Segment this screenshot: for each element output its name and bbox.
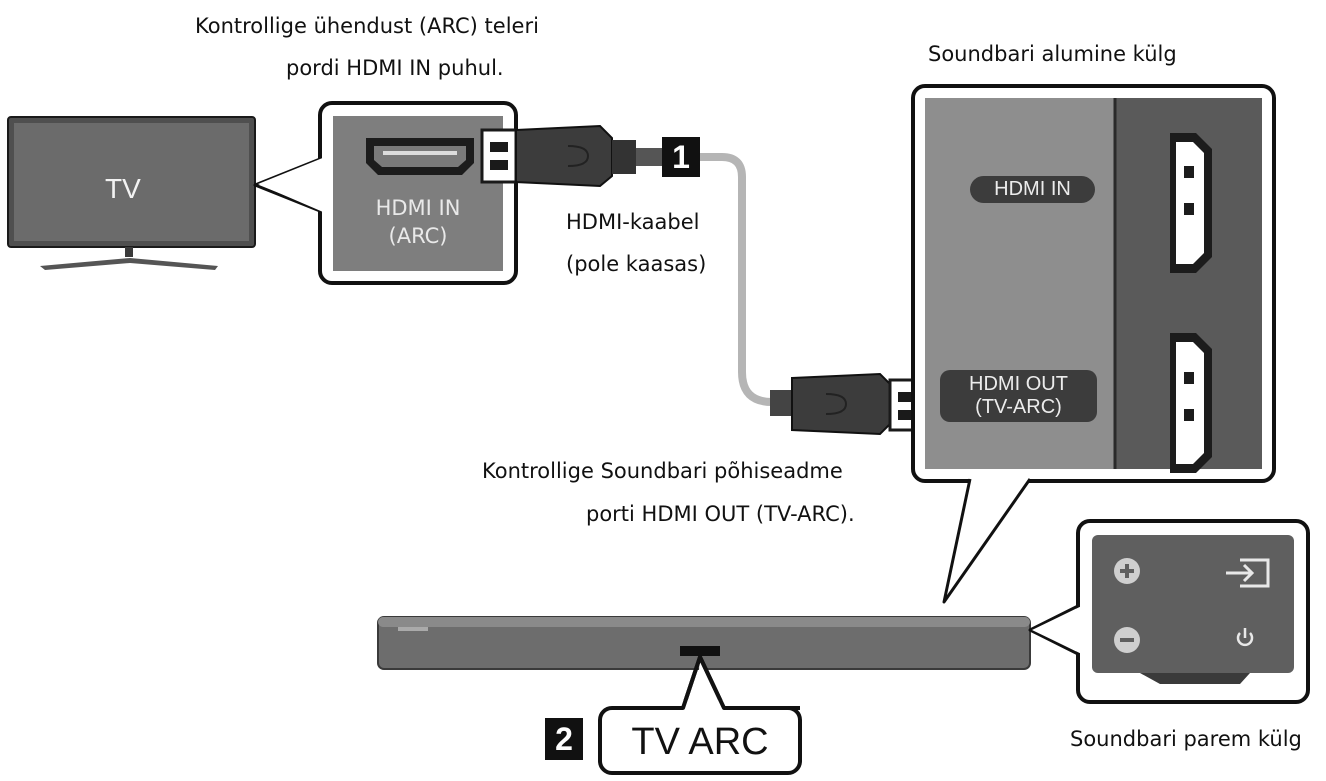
bottom-panel-title: Soundbari alumine külg: [928, 42, 1177, 66]
bottom-callout-pointer: [942, 478, 1032, 604]
hdmi-plug-icon: [770, 372, 926, 436]
source-icon: [1226, 558, 1270, 588]
hdmi-cable: [666, 153, 790, 406]
hdmi-out-port-label: HDMI OUT (TV-ARC): [940, 370, 1097, 422]
hdmi-port-icon: [1170, 133, 1212, 273]
tv-port-label-line1: HDMI IN: [375, 196, 461, 220]
right-side-panel: [1092, 535, 1294, 673]
top-note-line2: pordi HDMI IN puhul.: [286, 56, 504, 80]
step-badge-1: 1: [662, 137, 700, 177]
cable-label-line1: HDMI-kaabel: [566, 210, 700, 234]
tv-port-label-line2: (ARC): [388, 224, 448, 248]
power-icon: [1236, 628, 1254, 647]
hdmi-port-icon: [1170, 333, 1212, 473]
soundbar-icon: [377, 616, 1031, 670]
hdmi-out-line1: HDMI OUT: [969, 373, 1068, 395]
step-badge-2: 2: [545, 718, 583, 760]
display-text: TV ARC: [631, 721, 769, 763]
top-note-line1: Kontrollige ühendust (ARC) teleri: [195, 14, 539, 38]
tv-icon: [7, 116, 256, 270]
hdmi-out-line2: (TV-ARC): [975, 396, 1062, 418]
tv-screen-label: TV: [105, 173, 141, 204]
hdmi-plug-icon: [480, 124, 666, 188]
soundbar-note-line2: porti HDMI OUT (TV-ARC).: [586, 502, 855, 526]
soundbar-note-line1: Kontrollige Soundbari põhiseadme: [482, 459, 843, 483]
hdmi-port-icon: [366, 138, 474, 175]
right-side-title: Soundbari parem külg: [1070, 727, 1302, 751]
hdmi-in-port-label: HDMI IN: [970, 176, 1095, 203]
cable-label-line2: (pole kaasas): [566, 252, 707, 276]
